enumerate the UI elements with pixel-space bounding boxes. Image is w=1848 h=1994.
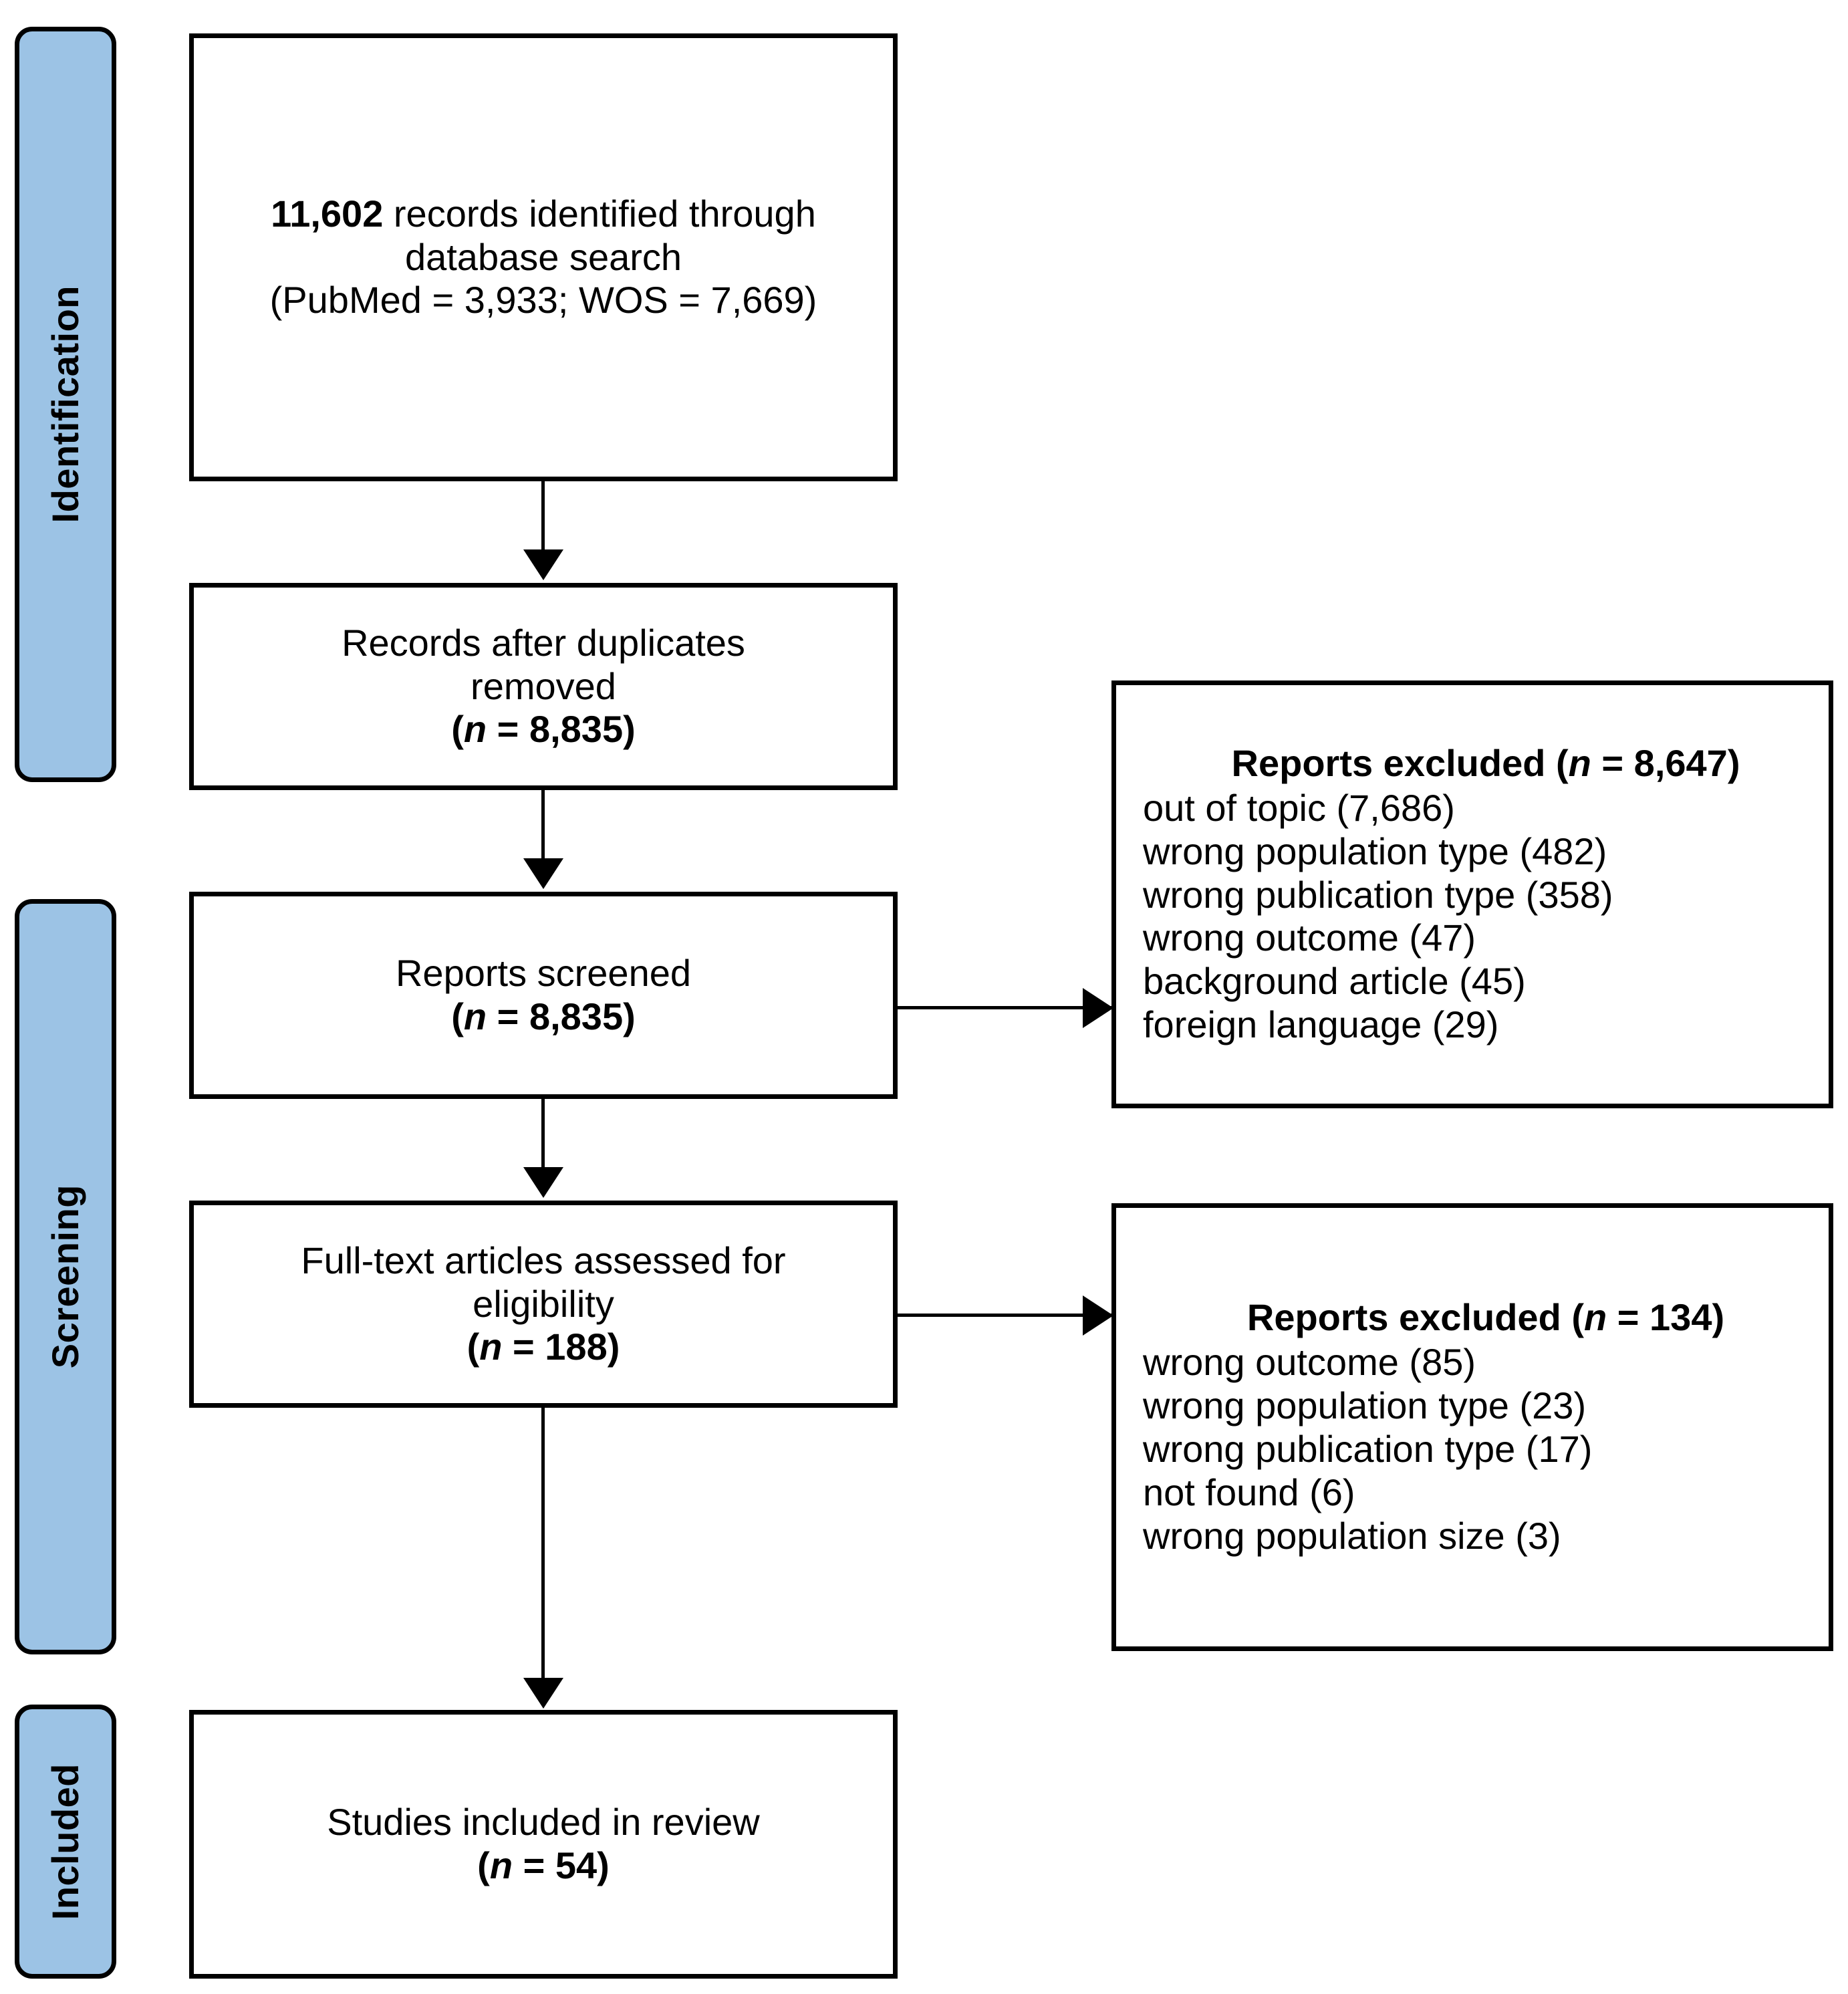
connector-identified-to-duplicates [541,481,545,574]
arrowhead-fulltext-to-included [523,1678,563,1709]
connector-screened-to-fulltext [541,1099,545,1191]
reports-screened-n-value: = 8,835) [487,995,636,1037]
excluded-eligibility-reason-3: not found (6) [1143,1471,1355,1513]
phase-bar-identification: Identification [15,27,116,782]
arrowhead-duplicates-to-screened [523,858,563,889]
records-identified-line2: database search [404,235,682,278]
phase-bar-included: Included [15,1705,116,1979]
fulltext-assessed-n-prefix: ( [467,1326,480,1368]
excluded-eligibility-reason-0: wrong outcome (85) [1143,1341,1476,1384]
phase-label-included: Included [44,1763,86,1920]
reports-screened-line1: Reports screened [395,952,691,995]
studies-included-n-symbol: n [489,1844,513,1886]
phase-bar-screening: Screening [15,899,116,1654]
arrowhead-fulltext-to-excluded [1083,1295,1113,1336]
excluded-screening-reason-5: foreign language (29) [1143,1003,1499,1046]
studies-included-n-value: = 54) [513,1844,610,1886]
box-records-identified: 11,602 records identified through databa… [189,33,898,481]
excluded-screening-heading-suffix: = 8,647) [1591,741,1740,784]
reports-excluded-eligibility-heading: Reports excluded (n = 134) [1143,1296,1829,1340]
excluded-eligibility-reason-1: wrong population type (23) [1143,1384,1587,1427]
duplicates-removed-n-symbol: n [463,708,487,751]
duplicates-removed-line2: removed [471,664,616,707]
reports-screened-n-symbol: n [463,995,487,1037]
studies-included-line1: Studies included in review [327,1801,760,1844]
excluded-eligibility-reason-2: wrong publication type (17) [1143,1428,1593,1470]
records-identified-line3: (PubMed = 3,933; WOS = 7,669) [269,279,817,322]
connector-duplicates-to-screened [541,790,545,882]
fulltext-assessed-n-value: = 188) [502,1326,620,1368]
box-records-identified-text: 11,602 records identified through databa… [261,193,827,323]
box-reports-excluded-eligibility: Reports excluded (n = 134) wrong outcome… [1111,1203,1833,1651]
excluded-screening-heading-n: n [1568,741,1591,784]
reports-screened-n-prefix: ( [451,995,464,1037]
records-identified-line1-rest: records identified through [383,192,816,235]
arrowhead-screened-to-excluded [1083,988,1113,1028]
excluded-eligibility-heading-suffix: = 134) [1607,1296,1725,1339]
box-reports-excluded-screening: Reports excluded (n = 8,647) out of topi… [1111,680,1833,1108]
fulltext-assessed-line1: Full-text articles assessed for [301,1239,786,1281]
box-reports-excluded-eligibility-text: Reports excluded (n = 134) wrong outcome… [1116,1296,1829,1558]
connector-fulltext-to-included [541,1408,545,1702]
duplicates-removed-n-prefix: ( [451,708,464,751]
box-duplicates-removed: Records after duplicates removed (n = 8,… [189,583,898,790]
fulltext-assessed-line2: eligibility [473,1282,614,1325]
excluded-screening-reason-4: background article (45) [1143,960,1526,1003]
connector-screened-to-excluded [898,1006,1111,1009]
box-fulltext-assessed: Full-text articles assessed for eligibil… [189,1201,898,1408]
phase-label-identification: Identification [44,285,86,523]
duplicates-removed-line1: Records after duplicates [342,621,745,664]
box-fulltext-assessed-text: Full-text articles assessed for eligibil… [291,1239,795,1370]
connector-fulltext-to-excluded [898,1314,1111,1317]
arrowhead-identified-to-duplicates [523,549,563,580]
records-identified-count: 11,602 [271,192,384,235]
box-reports-screened: Reports screened (n = 8,835) [189,892,898,1099]
box-reports-screened-text: Reports screened (n = 8,835) [386,952,700,1039]
reports-excluded-screening-heading: Reports excluded (n = 8,647) [1143,742,1829,785]
excluded-screening-reason-1: wrong population type (482) [1143,830,1607,872]
box-studies-included: Studies included in review (n = 54) [189,1710,898,1979]
excluded-eligibility-heading-prefix: Reports excluded ( [1246,1296,1584,1339]
excluded-eligibility-reason-4: wrong population size (3) [1143,1514,1561,1557]
phase-label-screening: Screening [44,1185,86,1369]
box-duplicates-removed-text: Records after duplicates removed (n = 8,… [332,622,755,752]
box-reports-excluded-screening-text: Reports excluded (n = 8,647) out of topi… [1116,742,1829,1047]
excluded-eligibility-heading-n: n [1583,1296,1607,1339]
box-studies-included-text: Studies included in review (n = 54) [317,1801,769,1888]
excluded-screening-reason-0: out of topic (7,686) [1143,786,1455,829]
excluded-screening-reason-3: wrong outcome (47) [1143,916,1476,959]
duplicates-removed-n-value: = 8,835) [487,708,636,751]
excluded-screening-reason-2: wrong publication type (358) [1143,873,1613,916]
excluded-screening-heading-prefix: Reports excluded ( [1231,741,1569,784]
fulltext-assessed-n-symbol: n [479,1326,503,1368]
arrowhead-screened-to-fulltext [523,1167,563,1198]
studies-included-n-prefix: ( [477,1844,490,1886]
